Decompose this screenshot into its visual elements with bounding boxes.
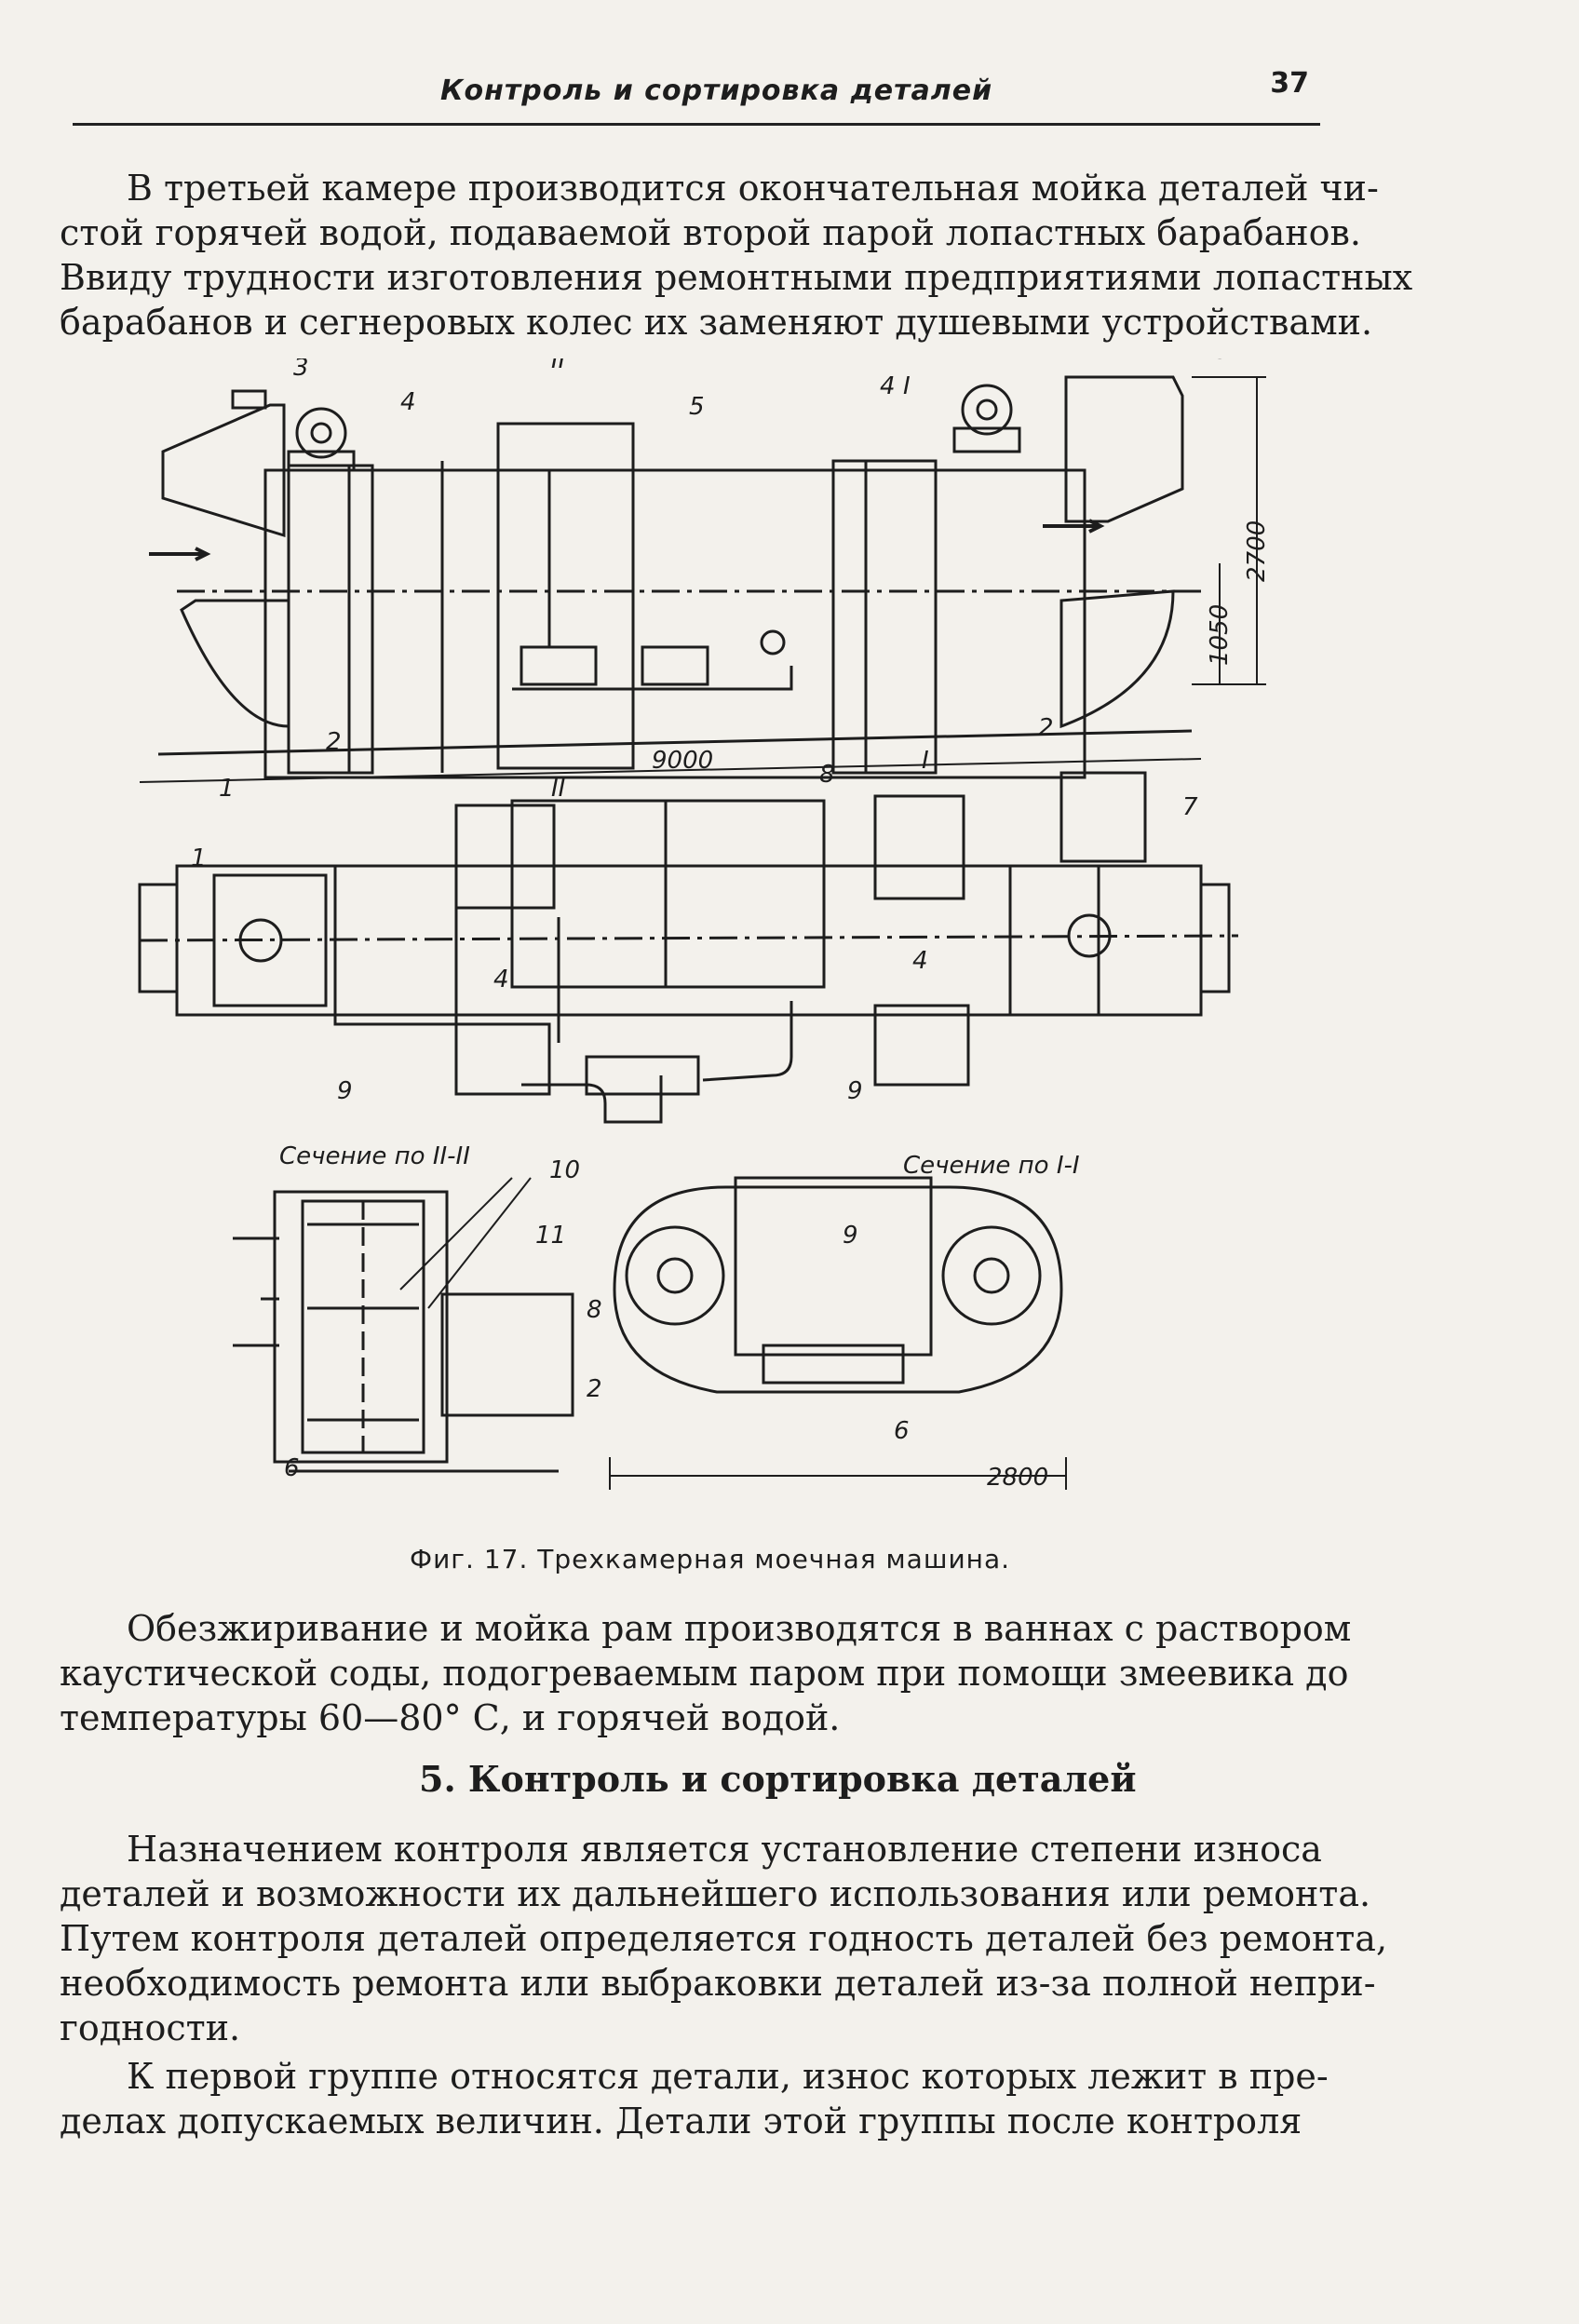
paragraph-line: годности. [60, 2007, 241, 2048]
elevation-view [139, 375, 1266, 783]
paragraph-line: деталей и возможности их дальнейшего исп… [60, 1873, 1371, 1914]
dimension-2800: 2800 [987, 1464, 1048, 1492]
label-4-plan-left: 4 [493, 966, 509, 993]
label-II-bottom: II [551, 775, 565, 803]
paragraph-line: Назначением контроля является установлен… [127, 1829, 1322, 1870]
paragraph-line: делах допускаемых величин. Детали этой г… [60, 2101, 1302, 2142]
label-6-right: 6 [894, 1417, 910, 1445]
paragraph-2: Обезжиривание и мойка рам производятся в… [60, 1606, 1363, 1740]
page-number: 37 [1270, 67, 1309, 100]
paragraph-line: К первой группе относятся детали, износ … [127, 2056, 1329, 2097]
paragraph-line: необходимость ремонта или выбраковки дет… [60, 1963, 1376, 2004]
label-8-plan: 8 [819, 761, 835, 789]
paragraph-line: Путем контроля деталей определяется годн… [60, 1918, 1388, 1959]
label-2-section: 2 [587, 1375, 602, 1403]
dimension-1050: 1050 [1206, 604, 1234, 666]
label-4-right: 4 [880, 372, 896, 400]
plan-view [138, 771, 1239, 1124]
label-10: 10 [549, 1156, 580, 1184]
label-7: 7 [1182, 793, 1198, 821]
label-9-section: 9 [843, 1222, 858, 1250]
figure-caption: Фиг. 17. Трехкамерная моечная машина. [410, 1544, 1011, 1574]
section-heading: 5. Контроль и сортировка деталей [419, 1758, 1137, 1800]
label-1-plan: 1 [191, 844, 207, 872]
paragraph-line: Ввиду трудности изготовления ремонтными … [60, 257, 1413, 298]
figure-washing-machine: 3 4 II 5 4 I 3 2 2 1 9000 2700 1050 II I… [121, 337, 1275, 1522]
label-6-left: 6 [284, 1454, 300, 1482]
label-I-bottom: I [922, 747, 929, 775]
paragraph-line: барабанов и сегнеровых колес их заменяют… [60, 302, 1373, 343]
section-II-title: Сечение по II-II [279, 1142, 470, 1170]
dimension-2700: 2700 [1243, 520, 1271, 582]
label-4-plan-right: 4 [912, 947, 928, 975]
label-3-left: 3 [293, 358, 309, 382]
label-4-top: 4 [400, 388, 416, 416]
label-5: 5 [689, 393, 705, 421]
label-2-left: 2 [326, 728, 342, 756]
section-I-title: Сечение по I-I [903, 1152, 1080, 1180]
paragraph-line: стой горячей водой, подаваемой второй па… [60, 212, 1361, 253]
section-II-view [233, 1177, 574, 1473]
label-2-right: 2 [1038, 714, 1054, 742]
label-8-section: 8 [587, 1296, 602, 1324]
section-I-view [609, 1176, 1067, 1490]
paragraph-line: Обезжиривание и мойка рам производятся в… [127, 1608, 1352, 1649]
paragraph-1: В третьей камере производится окончатель… [60, 166, 1413, 345]
running-head: Контроль и сортировка деталей 37 [73, 67, 1320, 126]
label-9-right: 9 [847, 1077, 863, 1105]
label-11: 11 [535, 1222, 566, 1250]
paragraph-line: В третьей камере производится окончатель… [127, 168, 1379, 209]
label-1-elevation: 1 [219, 775, 235, 803]
paragraph-4: К первой группе относятся детали, износ … [60, 2054, 1363, 2143]
label-II-top: II [551, 358, 565, 374]
paragraph-line: каустической соды, подогреваемым паром п… [60, 1653, 1349, 1694]
running-title: Контроль и сортировка деталей [440, 74, 993, 107]
label-9-left: 9 [337, 1077, 353, 1105]
technical-drawing: 3 4 II 5 4 I 3 2 2 1 9000 2700 1050 II I… [138, 337, 1271, 1492]
paragraph-line: температуры 60—80° С, и горячей водой. [60, 1697, 841, 1738]
label-I-top: I [903, 372, 911, 400]
paragraph-3: Назначением контроля является установлен… [60, 1827, 1388, 2050]
dimension-9000: 9000 [652, 747, 713, 775]
label-3-right: 3 [1215, 358, 1231, 365]
